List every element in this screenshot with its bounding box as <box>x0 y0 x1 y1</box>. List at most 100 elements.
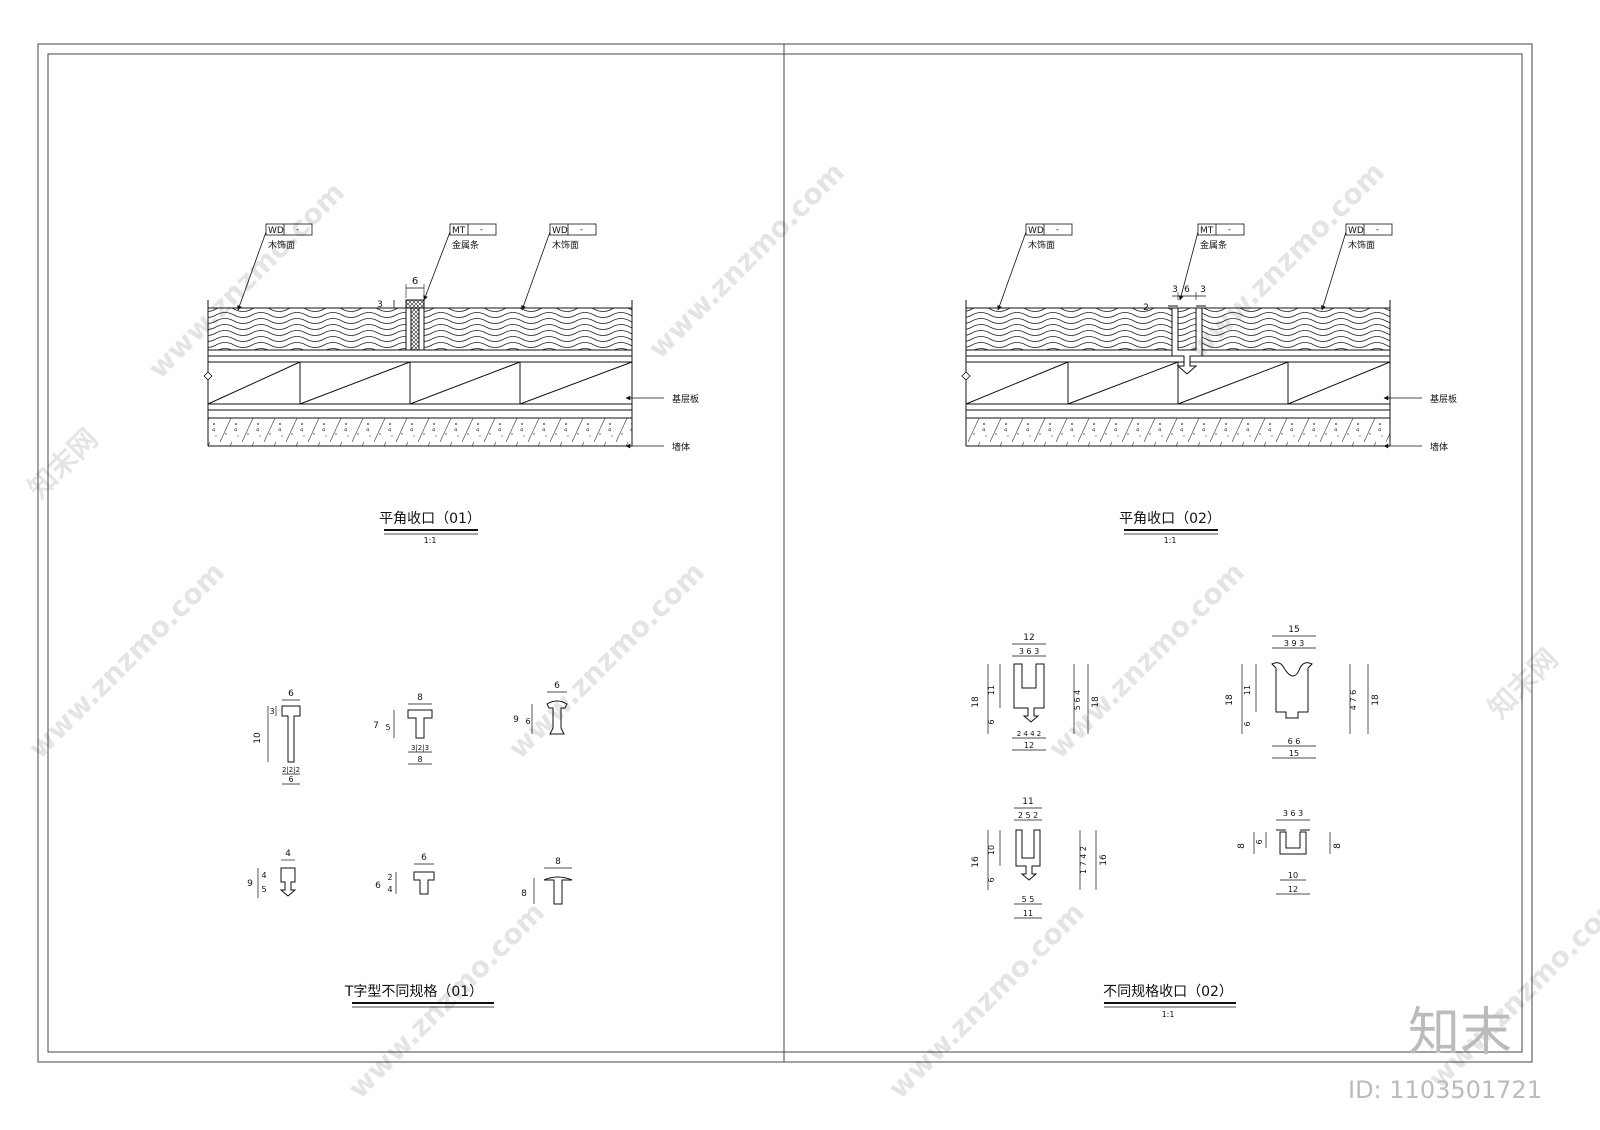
dim-label: 11 <box>987 685 996 695</box>
tag-dash: - <box>1376 225 1379 234</box>
layer-label: 墙体 <box>672 441 690 453</box>
tag-code: WD <box>1028 226 1044 236</box>
detail-title: 平角收口（02） <box>1119 511 1221 527</box>
detail-title: 不同规格收口（02） <box>1103 984 1233 1000</box>
tag-code: WD <box>1348 226 1364 236</box>
detail-right-bottom: 12 3 6 3 18 11 6 18 5 6 4 2 4 4 2 12 15 … <box>971 625 1381 1019</box>
dim-label: 11 <box>1023 909 1033 918</box>
dim-label: 15 <box>1288 625 1299 635</box>
material-label: 木饰面 <box>1028 239 1055 251</box>
dim-label: 4 <box>285 849 291 859</box>
tag-code: WD <box>552 226 568 236</box>
dim-label: 3 <box>377 300 383 310</box>
dim-label: 4 <box>387 885 392 894</box>
inner-border <box>47 53 1523 1053</box>
outer-border <box>37 43 1533 1063</box>
detail-left-bottom: 6 10 3 2|2|2 6 8 7 5 3|2|3 8 6 <box>247 681 573 1008</box>
detail-scale: 1:1 <box>424 536 437 545</box>
dim-label: 2 <box>1143 303 1149 313</box>
layer-label: 墙体 <box>1430 441 1448 453</box>
dim-label: 6 6 <box>1288 737 1301 746</box>
detail-left-top: 6 3 WD - 木饰面 MT - 金属条 WD - 木饰面 基层板 墙体 平角… <box>203 223 699 545</box>
watermark-text: www.znzmo.com <box>502 556 711 765</box>
dim-label: 2 5 2 <box>1018 811 1038 820</box>
dim-label: 6 <box>554 681 560 691</box>
material-label: 金属条 <box>452 239 479 251</box>
dim-label: 5 5 <box>1022 895 1035 904</box>
dim-label: 1 7 4 2 <box>1079 846 1088 874</box>
dim-label: 16 <box>1099 854 1109 866</box>
material-label: 金属条 <box>1200 239 1227 251</box>
dim-label: 6 <box>421 853 427 863</box>
dim-label: 10 <box>1288 871 1298 880</box>
material-label: 木饰面 <box>1348 239 1375 251</box>
watermark-text: www.znzmo.com <box>882 896 1091 1105</box>
image-id: ID: 1103501721 <box>1348 1076 1542 1104</box>
watermark-text: 知末网 <box>1482 642 1565 725</box>
u-profile-2: 15 3 9 3 18 11 6 18 4 7 6 6 6 15 <box>1225 625 1381 759</box>
brand-logo: 知末 <box>1408 1003 1512 1063</box>
dim-label: 2 4 4 2 <box>1017 730 1042 738</box>
dim-label: 3 6 3 <box>1283 809 1303 818</box>
dim-label: 12 <box>1288 885 1298 894</box>
watermark-text: www.znzmo.com <box>1042 556 1251 765</box>
dim-label: 18 <box>1371 694 1381 706</box>
dim-label: 10 <box>253 732 263 744</box>
dim-label: 2 <box>387 873 392 882</box>
dim-label: 6 <box>1255 839 1264 844</box>
dim-label: 8 <box>1237 843 1247 849</box>
watermark-text: www.znzmo.com <box>642 156 851 365</box>
dim-label: 16 <box>971 856 981 868</box>
dim-label: 12 <box>1023 633 1034 643</box>
tag-code: WD <box>268 226 284 236</box>
watermark-text: www.znzmo.com <box>22 556 231 765</box>
dim-label: 3 <box>1200 285 1206 295</box>
dim-label: 6 <box>525 717 530 726</box>
detail-scale: 1:1 <box>1164 536 1177 545</box>
dim-label: 12 <box>1024 741 1034 750</box>
watermark-text: www.znzmo.com <box>1422 886 1600 1095</box>
dim-label: 5 <box>261 885 266 894</box>
dim-label: 8 <box>555 857 561 867</box>
dim-label: 6 <box>288 775 293 784</box>
dim-label: 18 <box>1091 696 1101 708</box>
tag-dash: - <box>1056 225 1059 234</box>
watermark-text: www.znzmo.com <box>342 896 551 1105</box>
tag-code: MT <box>1200 226 1214 236</box>
dim-label: 3 <box>269 707 274 716</box>
dim-label: 7 <box>373 721 379 731</box>
dim-label: 6 <box>375 881 381 891</box>
u-profile-1: 12 3 6 3 18 11 6 18 5 6 4 2 4 4 2 12 <box>971 633 1101 751</box>
dim-label: 8 <box>521 889 527 899</box>
t-profile-1: 6 10 3 2|2|2 6 <box>253 689 301 785</box>
dim-label: 3 9 3 <box>1284 639 1304 648</box>
dim-label: 5 6 4 <box>1073 690 1082 710</box>
tag-dash: - <box>480 225 483 234</box>
tag-dash: - <box>580 225 583 234</box>
material-label: 木饰面 <box>268 239 295 251</box>
detail-title: T字型不同规格（01） <box>344 984 483 1000</box>
tag-code: MT <box>452 226 466 236</box>
t-profile-3: 6 9 6 <box>513 681 568 735</box>
detail-scale: 1:1 <box>1162 1010 1175 1019</box>
dim-label: 8 <box>417 755 422 764</box>
dim-label: 18 <box>971 696 981 708</box>
dim-label: 11 <box>1022 797 1033 807</box>
tag-dash: - <box>296 225 299 234</box>
t-profile-4: 4 9 5 4 <box>247 849 297 898</box>
dim-label: 11 <box>1243 685 1252 695</box>
dim-label: 3 6 3 <box>1019 647 1039 656</box>
dim-label: 8 <box>1333 843 1343 849</box>
dim-label: 5 <box>385 723 390 732</box>
dim-label: 6 <box>1243 721 1252 726</box>
u-profile-3: 11 2 5 2 16 10 6 16 1 7 4 2 5 5 11 <box>971 797 1109 919</box>
material-label: 木饰面 <box>552 239 579 251</box>
layer-label: 基层板 <box>1430 393 1457 405</box>
dim-label: 15 <box>1289 749 1299 758</box>
tag-dash: - <box>1228 225 1231 234</box>
watermark-text: www.znzmo.com <box>142 176 351 385</box>
dim-label: 6 <box>987 719 996 724</box>
dim-label: 3 <box>1172 285 1178 295</box>
watermark-text: 知末网 <box>22 422 105 505</box>
dim-label: 8 <box>417 693 423 703</box>
